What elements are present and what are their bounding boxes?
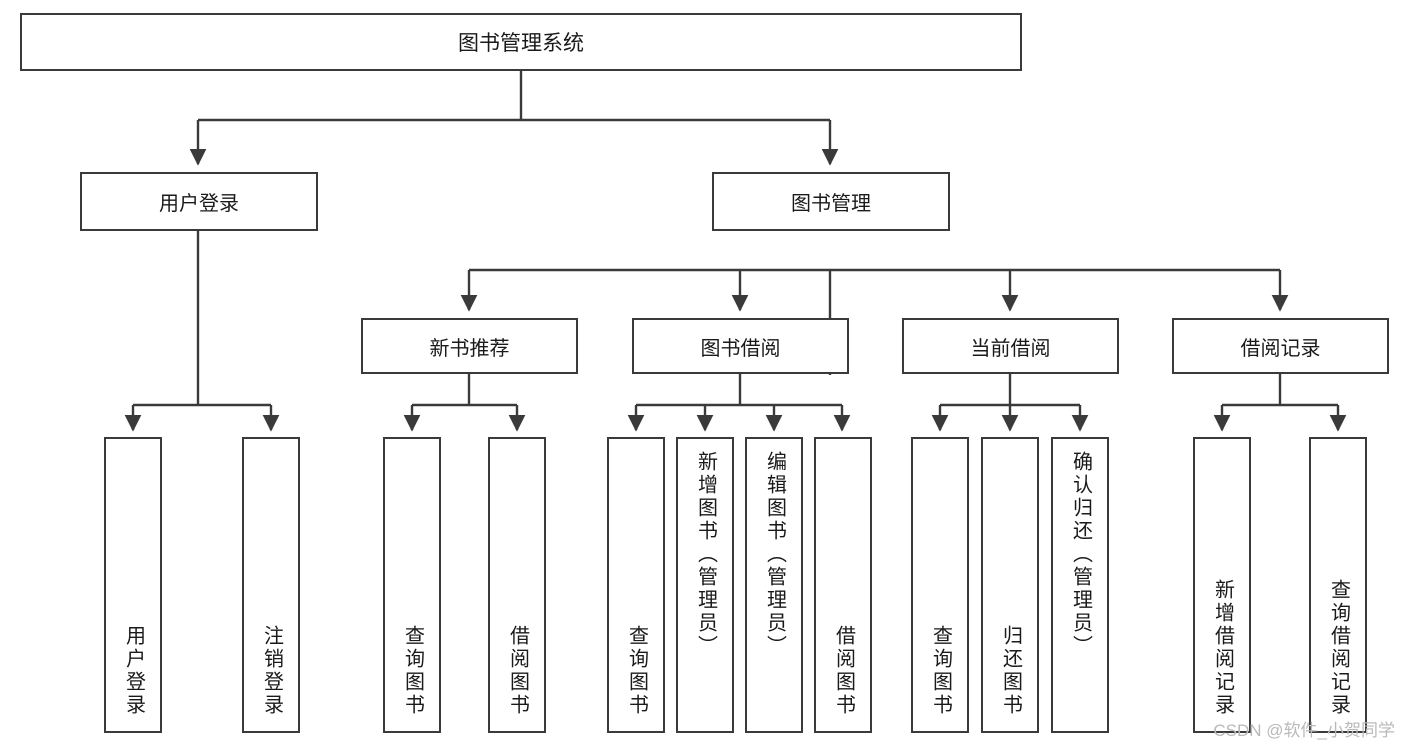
node-book-borrow[interactable]: 图书借阅 xyxy=(632,318,849,374)
node-label: 归还图书 xyxy=(999,625,1022,717)
node-label: 图书管理 xyxy=(791,193,871,215)
node-book-management[interactable]: 图书管理 xyxy=(712,172,950,231)
node-label: 查询图书 xyxy=(929,625,952,717)
node-borrow-record[interactable]: 借阅记录 xyxy=(1172,318,1389,374)
node-book-management-system[interactable]: 图书管理系统 xyxy=(20,13,1022,71)
node-label: 新增借阅记录 xyxy=(1211,579,1234,717)
node-leaf-user-login[interactable]: 用户登录 xyxy=(104,437,162,733)
node-leaf-query-book-borrow[interactable]: 查询图书 xyxy=(607,437,665,733)
node-leaf-query-borrow-record[interactable]: 查询借阅记录 xyxy=(1309,437,1367,733)
node-label: 查询图书 xyxy=(625,625,648,717)
node-label: 用户登录 xyxy=(159,193,239,215)
node-leaf-borrow-book[interactable]: 借阅图书 xyxy=(814,437,872,733)
node-label: 新书推荐 xyxy=(429,337,510,360)
node-label: 注销登录 xyxy=(260,625,283,717)
node-label: 图书借阅 xyxy=(700,337,781,360)
node-leaf-return-book[interactable]: 归还图书 xyxy=(981,437,1039,733)
node-leaf-query-book-recommend[interactable]: 查询图书 xyxy=(383,437,441,733)
node-leaf-add-book[interactable]: 新增图书（管理员） xyxy=(676,437,734,733)
node-leaf-add-borrow-record[interactable]: 新增借阅记录 xyxy=(1193,437,1251,733)
node-label: 查询借阅记录 xyxy=(1327,579,1350,717)
node-leaf-borrow-book-recommend[interactable]: 借阅图书 xyxy=(488,437,546,733)
node-current-borrow[interactable]: 当前借阅 xyxy=(902,318,1119,374)
node-label: 编辑图书（管理员） xyxy=(763,451,786,658)
node-label: 当前借阅 xyxy=(970,337,1051,360)
node-leaf-query-book-current[interactable]: 查询图书 xyxy=(911,437,969,733)
node-leaf-confirm-return[interactable]: 确认归还（管理员） xyxy=(1051,437,1109,733)
node-leaf-edit-book[interactable]: 编辑图书（管理员） xyxy=(745,437,803,733)
node-label: 借阅记录 xyxy=(1240,337,1321,360)
node-label: 新增图书（管理员） xyxy=(694,451,717,658)
node-label: 借阅图书 xyxy=(506,625,529,717)
node-label: 确认归还（管理员） xyxy=(1069,451,1092,658)
node-new-book-recommend[interactable]: 新书推荐 xyxy=(361,318,578,374)
node-label: 借阅图书 xyxy=(832,625,855,717)
node-label: 图书管理系统 xyxy=(458,32,584,55)
node-user-login[interactable]: 用户登录 xyxy=(80,172,318,231)
node-label: 查询图书 xyxy=(401,625,424,717)
watermark: CSDN @软件_小贺同学 xyxy=(1213,721,1395,740)
node-label: 用户登录 xyxy=(122,625,145,717)
node-leaf-logout-login[interactable]: 注销登录 xyxy=(242,437,300,733)
